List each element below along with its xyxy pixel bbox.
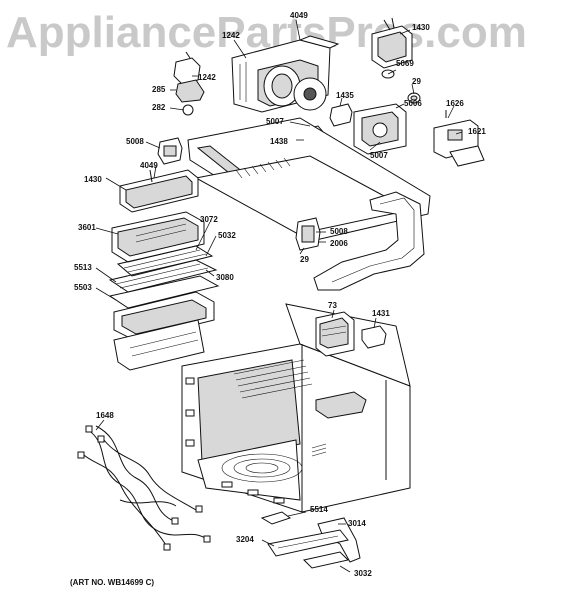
callout-1438: 1438	[270, 137, 288, 146]
small-parts-5069	[381, 69, 421, 104]
callout-4049-top: 4049	[290, 11, 308, 20]
callout-5503: 5503	[74, 283, 92, 292]
bracket-4049-1430	[119, 169, 199, 213]
callout-3601: 3601	[78, 223, 96, 232]
callout-1430-left: 1430	[84, 175, 102, 184]
callout-5069: 5069	[396, 59, 414, 68]
top-panel	[187, 117, 431, 241]
reflector-5503	[113, 291, 215, 341]
art-number-note: (ART NO. WB14699 C)	[70, 578, 155, 587]
callout-labels: 4049 1430 1242 1242 285 282 5069 29 1435…	[74, 11, 486, 578]
cavity-vent-grid	[233, 359, 313, 399]
switch-assembly-5008	[295, 217, 321, 251]
callout-5007-b: 5007	[370, 151, 388, 160]
callout-5513: 5513	[74, 263, 92, 272]
heater-element-3072	[116, 245, 214, 277]
callout-1242-b: 1242	[198, 73, 216, 82]
callout-5008-left: 5008	[126, 137, 144, 146]
callout-1626: 1626	[446, 99, 464, 108]
bracket-1431	[361, 325, 387, 349]
callout-1648: 1648	[96, 411, 114, 420]
callout-2006: 2006	[330, 239, 348, 248]
callout-5006: 5006	[404, 99, 422, 108]
callout-3014: 3014	[348, 519, 366, 528]
leader-lines	[95, 19, 463, 573]
callout-1242-a: 1242	[222, 31, 240, 40]
tray-3080	[113, 319, 205, 371]
callout-1435: 1435	[336, 91, 354, 100]
switch-bracket-1621	[433, 110, 485, 167]
left-part-5008	[157, 137, 183, 165]
callout-3080: 3080	[216, 273, 234, 282]
callout-29-mid: 29	[300, 255, 309, 264]
side-vent-dots	[311, 443, 327, 457]
magnetron-73	[315, 311, 355, 357]
heater-5032-5513	[108, 259, 220, 309]
callout-1430-top: 1430	[412, 23, 430, 32]
bracket-5006	[353, 103, 407, 155]
wire-harness-1648	[77, 425, 211, 551]
transformer-3601	[111, 211, 205, 263]
vent-slots	[235, 157, 291, 179]
blower-assembly	[231, 35, 340, 113]
callout-3032: 3032	[354, 569, 372, 578]
lamp-socket-parts	[173, 51, 205, 116]
motor-top-right	[371, 17, 413, 69]
callout-282: 282	[152, 103, 166, 112]
callout-5007-a: 5007	[266, 117, 284, 126]
callout-1621: 1621	[468, 127, 486, 136]
waveguide	[315, 391, 367, 419]
callout-5032: 5032	[218, 231, 236, 240]
callout-29-top: 29	[412, 77, 421, 86]
callout-3204: 3204	[236, 535, 254, 544]
callout-1431: 1431	[372, 309, 390, 318]
callout-3072: 3072	[200, 215, 218, 224]
callout-5008-mid: 5008	[330, 227, 348, 236]
callout-285: 285	[152, 85, 166, 94]
door-part-5514	[260, 511, 292, 525]
door-part-3032	[303, 551, 349, 569]
callout-73: 73	[328, 301, 337, 310]
air-duct	[313, 191, 425, 291]
callout-5514: 5514	[310, 505, 328, 514]
part-1435	[329, 103, 353, 127]
door-choke-3204	[267, 529, 349, 557]
callout-4049-left: 4049	[140, 161, 158, 170]
